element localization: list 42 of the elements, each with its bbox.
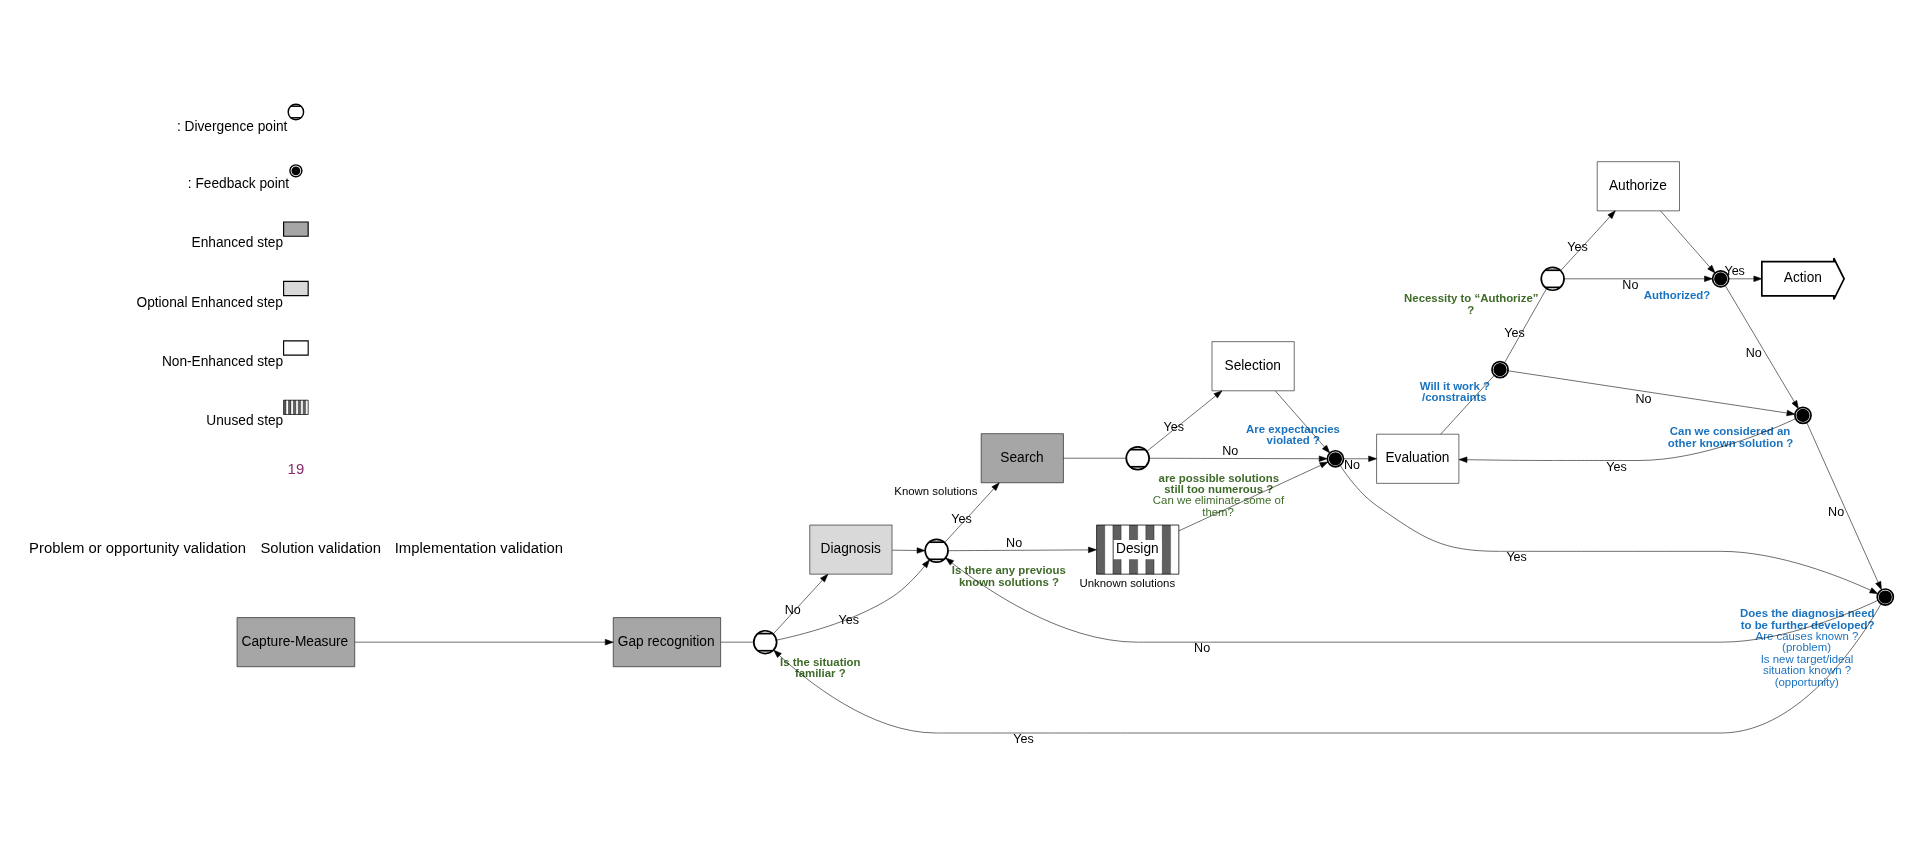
edge-label: No (1006, 535, 1023, 550)
edge-label: No (1635, 391, 1652, 406)
node-label: Is there any previous known solutions ? (951, 564, 1066, 588)
edge-label: Yes (838, 613, 860, 628)
node-label: Will it work ? /constraints (1419, 379, 1490, 404)
node-label: Can we eliminate some of them? (1152, 494, 1285, 518)
label: 19 (287, 460, 305, 477)
node-label: Necessity to “Authorize” ? (1404, 292, 1539, 316)
edge-label: Yes (1163, 420, 1184, 435)
node-label: Is the situation familiar ? (780, 655, 861, 680)
edge-label: Yes (1506, 550, 1527, 565)
node-label: Does the diagnosis need to be further developed? (1740, 607, 1875, 631)
legend-label: Optional Enhanced step (136, 294, 283, 310)
edge-label: No (1222, 443, 1239, 458)
edge-label: No (1828, 505, 1845, 520)
label: Problem or opportunity validation (29, 539, 247, 556)
label: Implementation validation (394, 539, 564, 556)
node-label: Known solutions (894, 485, 978, 498)
node-label: Is new target/ideal situation known ? (opportunity) (1760, 652, 1854, 688)
edge-label: Yes (1724, 264, 1745, 279)
node-label: Are expectancies violated ? (1246, 423, 1340, 447)
edge-label: No (1343, 457, 1361, 472)
node-label: Unknown solutions (1079, 576, 1176, 589)
edge-label: Yes (1013, 732, 1034, 747)
node-label: Authorized? (1643, 288, 1711, 301)
edge-label: No (1622, 277, 1639, 292)
edge-label: No (784, 603, 801, 618)
legend-label: Non-Enhanced step (161, 354, 284, 370)
legend-label: : Feedback point (187, 175, 290, 191)
edge-label: No (1194, 641, 1211, 656)
label: Solution validation (260, 539, 381, 556)
edge-label: Yes (951, 511, 972, 526)
edge-label: Yes (1567, 239, 1588, 254)
legend-label: : Divergence point (176, 118, 288, 134)
node-label: are possible solutions still too numerous ? (1158, 471, 1279, 496)
legend-label: Unused step (206, 413, 284, 429)
node-label: Are causes known ? (problem) (1755, 629, 1859, 654)
edge-label: Yes (1504, 325, 1525, 340)
edge-label: Yes (1606, 459, 1627, 474)
legend-label: Enhanced step (191, 235, 284, 251)
edge-label: No (1745, 346, 1762, 361)
node-label: Can we considered an other known solution ? (1667, 425, 1794, 449)
